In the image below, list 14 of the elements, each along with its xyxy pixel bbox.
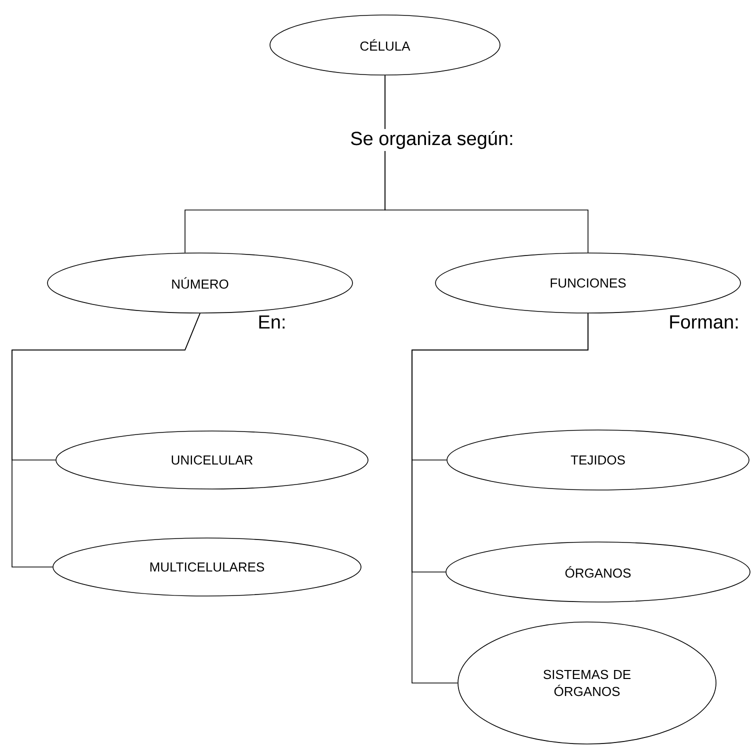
oval-node: FUNCIONES (435, 252, 741, 314)
oval-node: MULTICELULARES (52, 538, 362, 596)
oval-node: SISTEMAS DE ÓRGANOS (458, 622, 716, 744)
edge-label: En: (259, 315, 285, 329)
connector-line (412, 313, 588, 684)
oval-node: UNICELULAR (56, 430, 368, 490)
connector-line (12, 313, 200, 568)
edge-label: Forman: (670, 315, 738, 329)
edge-label: Se organiza según: (348, 129, 516, 151)
oval-node: TEJIDOS (446, 430, 750, 490)
oval-node: ÓRGANOS (446, 542, 750, 602)
oval-node: CÉLULA (270, 14, 500, 76)
oval-node: NÚMERO (47, 252, 353, 314)
connector-line (384, 75, 588, 253)
